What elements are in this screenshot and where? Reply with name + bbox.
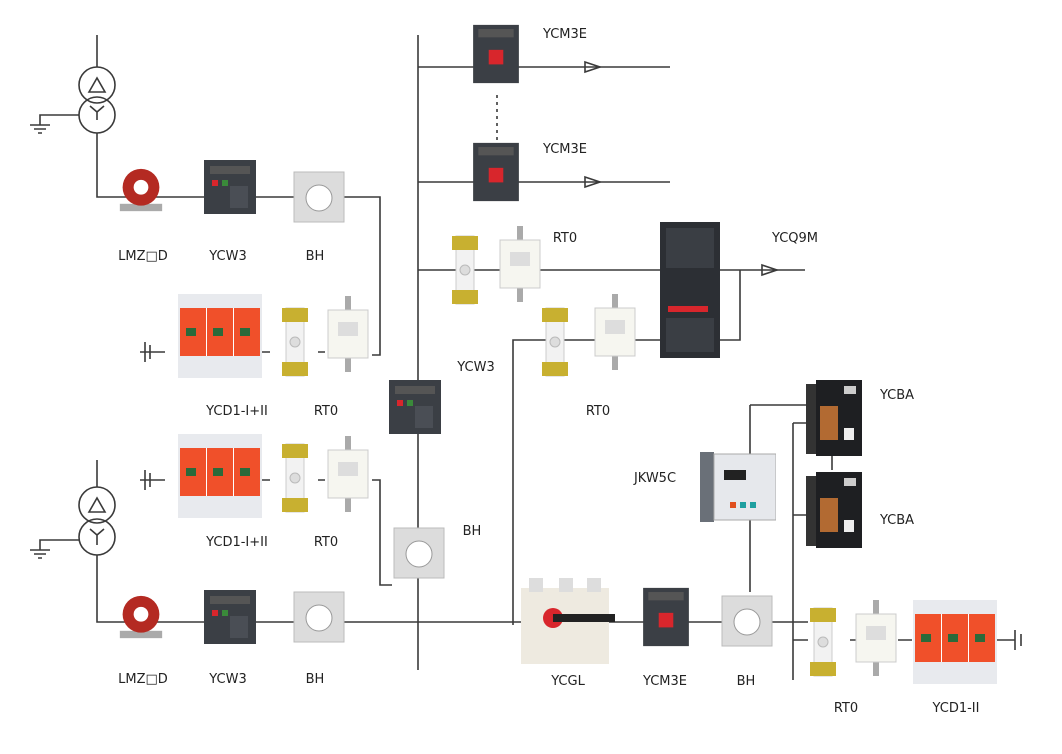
transformer-top-symbols (87, 76, 107, 120)
label-ycm3e-2: YCM3E (542, 142, 587, 157)
rt0-fuse-base-upper (281, 307, 309, 377)
ycm3e-breaker-bottom (643, 587, 689, 647)
ycba-capacitor-2 (806, 472, 862, 548)
label-rt0-feed-1: RT0 (553, 231, 577, 246)
label-ycw3-bottom: YCW3 (208, 672, 246, 687)
rt0-fuse-upper (327, 296, 369, 372)
label-ycw3-mid: YCW3 (456, 360, 494, 375)
rt0-fuse-2 (594, 294, 636, 370)
ycw3-breaker-mid (389, 380, 441, 434)
transformer-top-secondary (78, 96, 116, 134)
label-bh-top: BH (306, 249, 325, 264)
label-ycd1-ii: YCD1-II (932, 701, 980, 716)
lmz-current-transformer-bottom (119, 595, 163, 639)
label-ycba-2: YCBA (879, 513, 914, 528)
label-ycm3e-1: YCM3E (542, 27, 587, 42)
transformer-top-primary (78, 66, 116, 104)
label-rt0-upper: RT0 (314, 404, 338, 419)
ycd1-ii-surge-protector (913, 600, 997, 684)
bh-transformer-mid (393, 527, 445, 579)
jkw5c-controller (700, 452, 776, 522)
label-ycm3e-bottom: YCM3E (642, 674, 687, 689)
rt0-fuse-base-1 (451, 235, 479, 305)
transformer-bottom-secondary (78, 518, 116, 556)
ycw3-breaker-top (204, 160, 256, 214)
bh-transformer-bottom (293, 591, 345, 643)
ycw3-breaker-bottom (204, 590, 256, 644)
rt0-fuse-right (855, 600, 897, 676)
ycd-surge-protector-upper (178, 294, 262, 378)
rt0-fuse-base-right (809, 607, 837, 677)
transformer-bottom-primary (78, 486, 116, 524)
label-ycd-upper: YCD1-I+II (205, 404, 268, 419)
label-ycq9m: YCQ9M (771, 231, 818, 246)
ycq9m-transfer-switch (660, 222, 720, 358)
label-lmz-top: LMZ□D (118, 249, 168, 264)
label-rt0-right: RT0 (834, 701, 858, 716)
label-ycba-1: YCBA (879, 388, 914, 403)
label-ycd-lower: YCD1-I+II (205, 535, 268, 550)
label-bh-mid: BH (463, 524, 482, 539)
transformer-bottom-symbols (87, 496, 107, 545)
lmz-current-transformer-top (119, 168, 163, 212)
rt0-fuse-1 (499, 226, 541, 302)
ycm3e-breaker-1 (473, 24, 519, 84)
label-bh-right: BH (737, 674, 756, 689)
label-bh-bottom: BH (306, 672, 325, 687)
ycba-capacitor-1 (806, 380, 862, 456)
label-lmz-bottom: LMZ□D (118, 672, 168, 687)
label-ycgl: YCGL (550, 674, 585, 689)
rt0-fuse-base-lower (281, 443, 309, 513)
label-ycw3-top: YCW3 (208, 249, 246, 264)
label-jkw5c: JKW5C (633, 471, 676, 486)
rt0-fuse-base-2 (541, 307, 569, 377)
label-rt0-feed-2: RT0 (586, 404, 610, 419)
bh-transformer-right (721, 595, 773, 647)
ycgl-load-switch (521, 578, 615, 664)
label-rt0-lower: RT0 (314, 535, 338, 550)
ycd-surge-protector-lower (178, 434, 262, 518)
bh-transformer-top (293, 171, 345, 223)
ycm3e-breaker-2 (473, 142, 519, 202)
rt0-fuse-lower (327, 436, 369, 512)
